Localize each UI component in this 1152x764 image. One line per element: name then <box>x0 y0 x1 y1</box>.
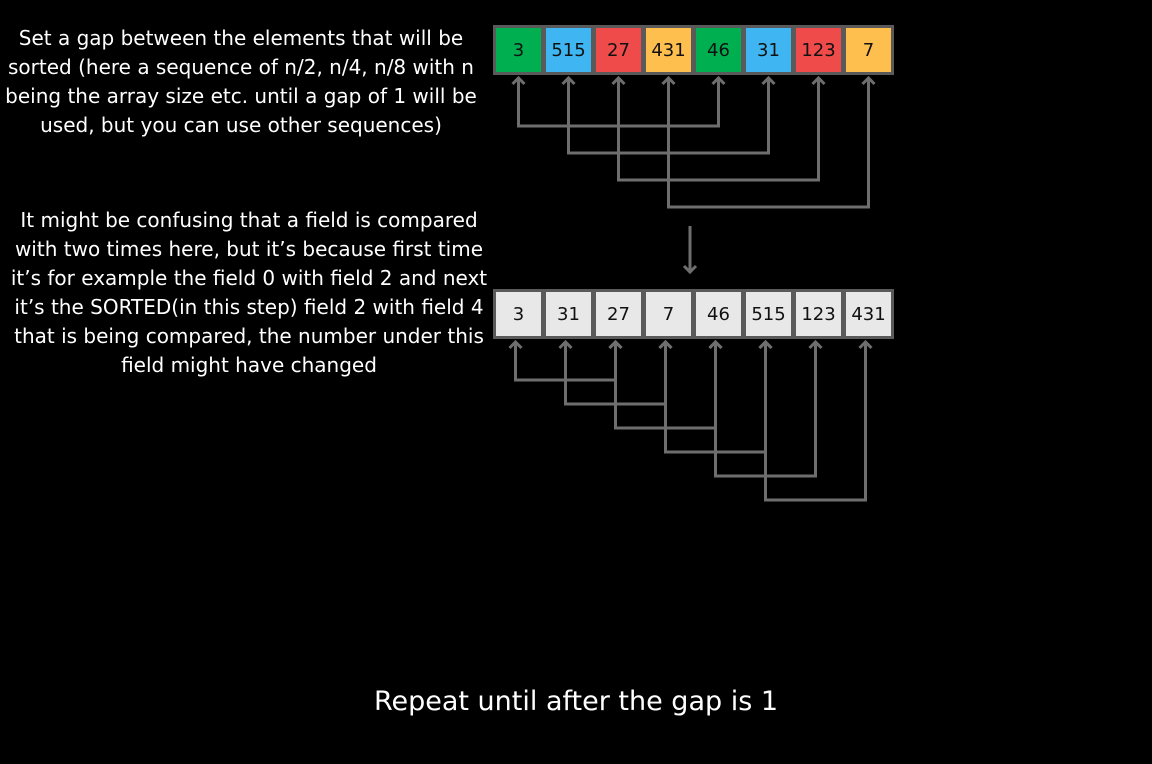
array-before-cell: 515 <box>546 28 591 72</box>
array-before-cell: 46 <box>696 28 741 72</box>
array-before-cell: 7 <box>846 28 891 72</box>
gap-explanation-caption: Set a gap between the elements that will… <box>5 26 477 137</box>
repeat-footer: Repeat until after the gap is 1 <box>373 686 779 717</box>
compare-connector <box>661 75 876 209</box>
array-after-cell: 46 <box>696 292 741 336</box>
array-before-cell: 431 <box>646 28 691 72</box>
array-after-cell: 7 <box>646 292 691 336</box>
array-after-cell: 123 <box>796 292 841 336</box>
array-after-cell: 515 <box>746 292 791 336</box>
array-after-cell: 27 <box>596 292 641 336</box>
array-after-cell: 31 <box>546 292 591 336</box>
compare-connector <box>758 339 873 502</box>
array-after-cell: 431 <box>846 292 891 336</box>
array-before-cell: 27 <box>596 28 641 72</box>
array-before-cell: 31 <box>746 28 791 72</box>
array-before-cell: 3 <box>496 28 541 72</box>
compare-connector <box>611 75 826 182</box>
compare-note-caption: It might be confusing that a field is co… <box>10 208 488 377</box>
array-before-cell: 123 <box>796 28 841 72</box>
array-after-cell: 3 <box>496 292 541 336</box>
